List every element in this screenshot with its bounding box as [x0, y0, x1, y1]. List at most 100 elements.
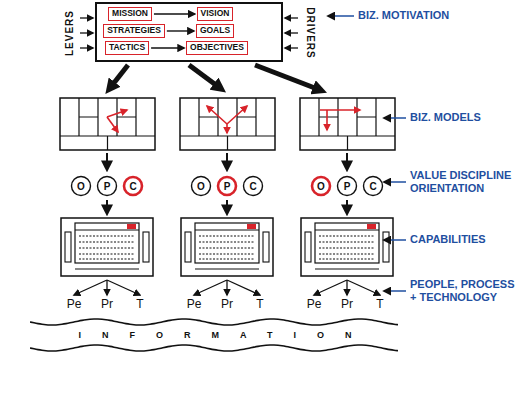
- sketch-stroke: [227, 280, 260, 295]
- sketch-stroke: [346, 200, 348, 214]
- node-text: P: [344, 181, 351, 192]
- node-text: STRATEGIES: [107, 25, 161, 35]
- sketch-stroke: [181, 218, 273, 276]
- node-text: O: [317, 181, 325, 192]
- sketch-stroke: [110, 65, 128, 88]
- sketch-stroke: [301, 218, 393, 276]
- layer-label: VALUE DISCIPLINE ORIENTATION: [410, 169, 516, 195]
- node-text: O: [77, 181, 85, 192]
- side-label: LEVERS: [64, 10, 76, 56]
- band-text: INFORMATION: [79, 330, 373, 340]
- sketch-stroke: [106, 280, 107, 295]
- sketch-stroke: [80, 17, 93, 18]
- sketch-stroke: [285, 17, 298, 18]
- node-text: C: [369, 181, 376, 192]
- sketch-stroke: [384, 181, 406, 183]
- band-wave: [30, 345, 398, 351]
- layer-label: BIZ. MODELS: [410, 111, 481, 124]
- pointer-arrows: [328, 16, 406, 291]
- flow-arrows: [107, 153, 347, 214]
- resource-label: T: [256, 297, 263, 311]
- sketch-stroke: [320, 109, 360, 111]
- sketch-stroke: [255, 65, 320, 90]
- discipline-circle: C: [362, 175, 384, 197]
- resource-label: T: [136, 297, 143, 311]
- resource-label: Pr: [221, 297, 233, 311]
- discipline-circle: O: [190, 175, 212, 197]
- sketch-stroke: [60, 98, 155, 150]
- lever-arrows: [80, 18, 93, 48]
- circle-outline: [364, 177, 383, 196]
- discipline-circle: O: [310, 175, 332, 197]
- sketch-stroke: [384, 117, 406, 119]
- node-text: MISSION: [112, 8, 148, 18]
- sketch-stroke: [74, 280, 107, 295]
- sketch-stroke: [347, 280, 380, 295]
- big-arrows: [110, 65, 320, 90]
- resource-label: Pe: [307, 297, 322, 311]
- circle-outline: [124, 177, 142, 195]
- sketch-stroke: [106, 200, 108, 214]
- motivation-box: GOALS: [196, 24, 234, 38]
- band-wave: [30, 319, 398, 325]
- discipline-circle: C: [122, 175, 144, 197]
- sketch-stroke: [346, 153, 348, 170]
- motivation-frame: [96, 3, 282, 61]
- side-label: DRIVERS: [304, 7, 316, 58]
- flow-arrow: [167, 30, 194, 31]
- motivation-box: STRATEGIES: [103, 24, 165, 38]
- sketch-stroke: [328, 15, 354, 17]
- sketch-stroke: [106, 153, 108, 170]
- node-text: OBJECTIVES: [190, 42, 244, 52]
- sketch-stroke: [314, 280, 347, 295]
- flow-arrow: [154, 13, 195, 14]
- flow-arrow: [151, 47, 184, 48]
- resource-label: Pr: [341, 297, 353, 311]
- circle-outline: [192, 177, 211, 196]
- sketch-stroke: [207, 106, 227, 124]
- sketch-stroke: [80, 32, 93, 33]
- sketch-stroke: [326, 110, 328, 130]
- node-text: C: [129, 181, 136, 192]
- sketch-stroke: [107, 117, 118, 132]
- resource-label: T: [376, 297, 383, 311]
- discipline-circle: P: [336, 175, 358, 197]
- sketch-stroke: [80, 47, 93, 48]
- circle-outline: [98, 177, 117, 196]
- model-red-arrows: [107, 106, 360, 133]
- node-text: VISION: [201, 8, 230, 18]
- sketch-stroke: [227, 106, 247, 124]
- circle-outline: [338, 177, 357, 196]
- sketch-stroke: [384, 290, 406, 292]
- information-band: INFORMATION: [30, 318, 400, 352]
- sketch-stroke: [189, 65, 220, 88]
- resource-label: Pr: [101, 297, 113, 311]
- sketch-stroke: [226, 280, 227, 295]
- sketch-stroke: [194, 280, 227, 295]
- sketch-stroke: [226, 153, 228, 170]
- discipline-circle: P: [216, 175, 238, 197]
- sketch-stroke: [346, 280, 347, 295]
- layer-label: PEOPLE, PROCESS + TECHNOLOGY: [410, 278, 516, 304]
- sketch-stroke: [285, 32, 298, 33]
- discipline-circle: O: [70, 175, 92, 197]
- motivation-box: TACTICS: [105, 41, 149, 55]
- node-text: P: [224, 181, 231, 192]
- circle-outline: [244, 177, 263, 196]
- circle-outline: [312, 177, 330, 195]
- sketch-stroke: [226, 200, 228, 214]
- layer-label: CAPABILITIES: [410, 233, 486, 246]
- sketch-stroke: [226, 124, 228, 133]
- resource-label: Pe: [187, 297, 202, 311]
- driver-arrows: [285, 18, 298, 48]
- sketch-stroke: [285, 47, 298, 48]
- discipline-circle: P: [96, 175, 118, 197]
- sketch-stroke: [300, 98, 395, 150]
- sketch-stroke: [61, 218, 153, 276]
- sketch-stroke: [107, 110, 127, 117]
- discipline-circle: C: [242, 175, 264, 197]
- circle-outline: [72, 177, 91, 196]
- motivation-box: VISION: [197, 7, 234, 21]
- circle-outline: [218, 177, 236, 195]
